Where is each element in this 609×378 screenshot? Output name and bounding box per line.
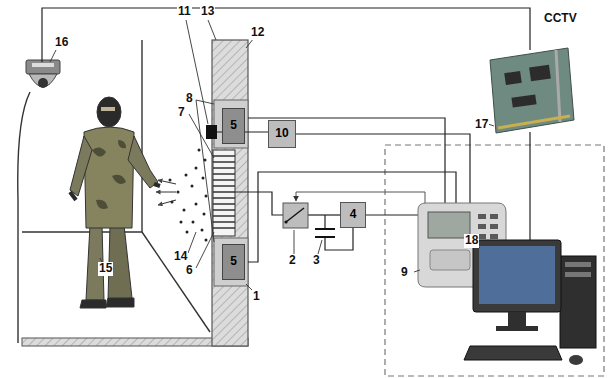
block-box: 10 <box>268 120 296 148</box>
strip <box>214 100 248 148</box>
callout-number: 15 <box>98 262 113 276</box>
wall <box>212 40 248 346</box>
block-box: 5 <box>222 244 245 280</box>
camera <box>26 60 60 88</box>
computer <box>464 240 596 365</box>
block-number: 4 <box>350 208 357 221</box>
block-number: 10 <box>275 127 288 140</box>
block-number: 5 <box>230 255 237 268</box>
callout-number: 18 <box>464 234 479 248</box>
leader-line <box>50 20 494 292</box>
callout-number: 16 <box>54 36 69 50</box>
switch-symbol <box>283 203 308 228</box>
person-figure <box>70 97 160 308</box>
callout-number: 13 <box>200 5 215 19</box>
spray-particles <box>169 149 208 242</box>
capacitor-symbol <box>315 229 335 237</box>
callout-number: 3 <box>312 254 321 268</box>
callout-number: 1 <box>252 290 261 304</box>
strip <box>214 238 248 286</box>
block-box: 5 <box>222 108 245 144</box>
wire <box>42 8 530 262</box>
sensor <box>206 125 217 139</box>
block-number: 5 <box>230 119 237 132</box>
callout-number: 2 <box>288 254 297 268</box>
dashed-enclosure <box>385 145 604 376</box>
callout-number: CCTV <box>543 12 578 26</box>
callout-number: 12 <box>250 26 265 40</box>
block-box: 4 <box>340 202 366 228</box>
callout-number: 6 <box>185 264 194 278</box>
callout-number: 17 <box>474 118 489 132</box>
callout-number: 11 <box>177 5 192 19</box>
emitter-grid <box>213 150 235 236</box>
interface-card <box>490 48 574 133</box>
callout-number: 8 <box>185 92 194 106</box>
room-outline <box>18 40 210 343</box>
callout-number: 14 <box>173 250 188 264</box>
callout-number: 7 <box>177 106 186 120</box>
callout-number: 9 <box>400 266 409 280</box>
